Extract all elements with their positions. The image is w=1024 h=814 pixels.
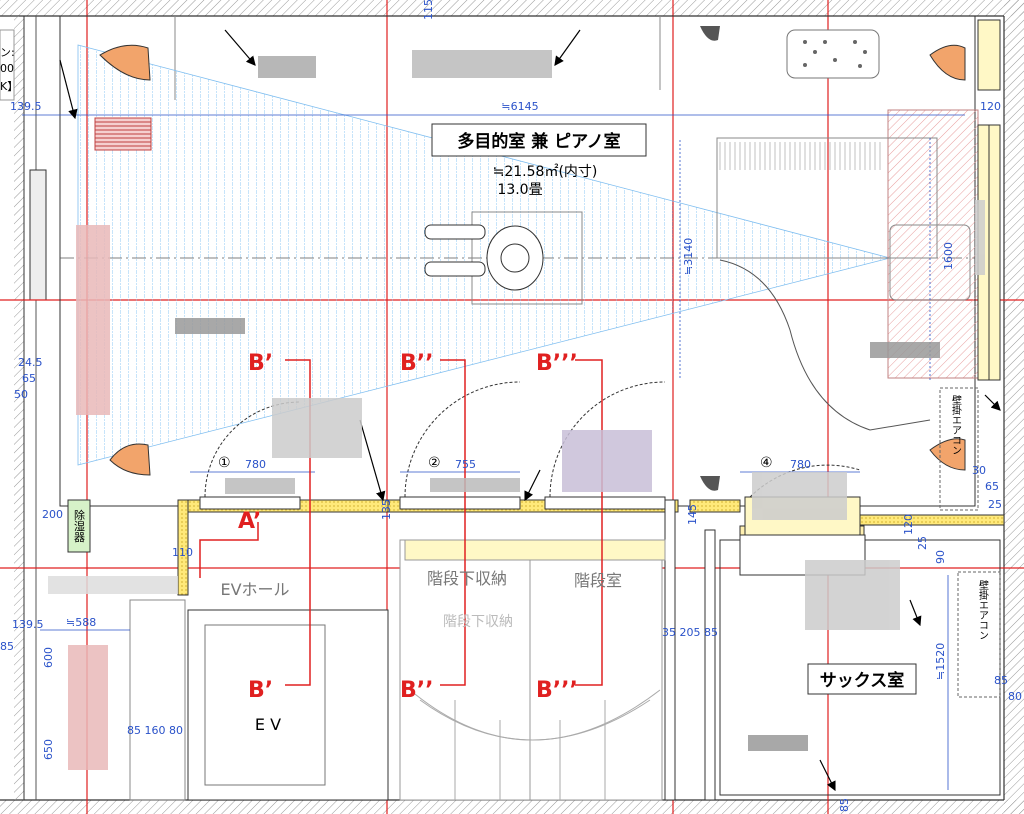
cut-text-k: K】: [0, 80, 18, 93]
dim-120-top: 120: [980, 100, 1001, 113]
person-figure: [424, 211, 583, 305]
stair-storage-label: 階段下収納: [427, 569, 507, 588]
dim-85l: 85: [0, 640, 14, 653]
section-b3-top: B’’’: [536, 351, 578, 376]
dim-120r: 120: [902, 514, 915, 535]
dim-145: 145: [686, 504, 699, 525]
dim-139-bot: 139.5: [12, 618, 44, 631]
ev-hall-label: EVホール: [220, 580, 289, 599]
main-room-label: 多目的室 兼 ピアノ室: [457, 131, 620, 152]
dim-588: ≒588: [66, 616, 96, 629]
dim-135: 135: [380, 499, 393, 520]
dim-width-main: ≒6145: [501, 100, 538, 113]
dim-65: 65: [22, 372, 36, 385]
dim-780-1: 780: [245, 458, 266, 471]
cut-text-00: 00: [0, 62, 14, 75]
aircon-label-2: 壁掛エアコン: [977, 579, 989, 640]
dim-30: 30: [972, 464, 986, 477]
dim-650: 650: [42, 739, 55, 760]
section-a1: A’: [238, 509, 261, 534]
redacted-blocks: [48, 50, 985, 770]
dim-780-4: 780: [790, 458, 811, 471]
main-room-label-box: [431, 123, 647, 157]
dim-85b: 85: [838, 798, 851, 812]
stair-room-label: 階段室: [574, 571, 622, 590]
section-cuts: [199, 359, 603, 686]
left-strip: [0, 16, 47, 800]
dim-1600: 1600: [942, 242, 955, 270]
dim-600: 600: [42, 647, 55, 668]
ceiling-fixture: [786, 29, 880, 79]
dim-35-205-85: 35 205 85: [662, 626, 718, 639]
dim-24: 24.5: [18, 356, 43, 369]
section-b1-top: B’: [248, 351, 273, 376]
speaker-icon: [99, 26, 966, 491]
dim-755: 755: [455, 458, 476, 471]
dim-50: 50: [14, 388, 28, 401]
dim-80r: 80: [1008, 690, 1022, 703]
dim-25: 25: [988, 498, 1002, 511]
dim-1520: ≒1520: [934, 643, 947, 680]
aircon-label-1: 壁掛エアコン: [950, 394, 962, 455]
door-4-label: ④: [760, 455, 773, 471]
dehumidifier-label: 除湿器: [73, 508, 86, 543]
door-1-label: ①: [218, 455, 231, 471]
door-2-label: ②: [428, 455, 441, 471]
main-room-area: ≒21.58㎡(内寸): [493, 164, 598, 180]
dehumidifier: [67, 499, 91, 553]
dim-85r: 85: [994, 674, 1008, 687]
sax-room-label-box: [807, 663, 917, 695]
dim-25r: 25: [916, 536, 929, 550]
leaders: [59, 29, 1001, 792]
dim-height-main: ≒3140: [682, 238, 695, 275]
dim-85-160-80: 85 160 80: [127, 724, 183, 737]
stair-area: [129, 539, 666, 801]
section-b2-bottom: B’’: [400, 678, 433, 703]
dim-110: 110: [172, 546, 193, 559]
sax-room-label: サックス室: [820, 670, 905, 691]
section-b1-bottom: B’: [248, 678, 273, 703]
ev-label: E V: [255, 715, 281, 734]
dim-65r: 65: [985, 480, 999, 493]
dim-90: 90: [934, 550, 947, 564]
main-room-tatami: 13.0畳: [497, 182, 542, 198]
piano-area: [716, 109, 979, 431]
section-b2-top: B’’: [400, 351, 433, 376]
dim-200: 200: [42, 508, 63, 521]
stair-storage-ghost: 階段下収納: [443, 614, 513, 630]
dim-139-top: 139.5: [10, 100, 42, 113]
dim-115: 115: [422, 0, 435, 20]
cut-text-n: ン:: [0, 46, 15, 59]
shelf-unit: [977, 19, 1001, 381]
heater-block: [94, 117, 152, 151]
section-b3-bottom: B’’’: [536, 678, 578, 703]
